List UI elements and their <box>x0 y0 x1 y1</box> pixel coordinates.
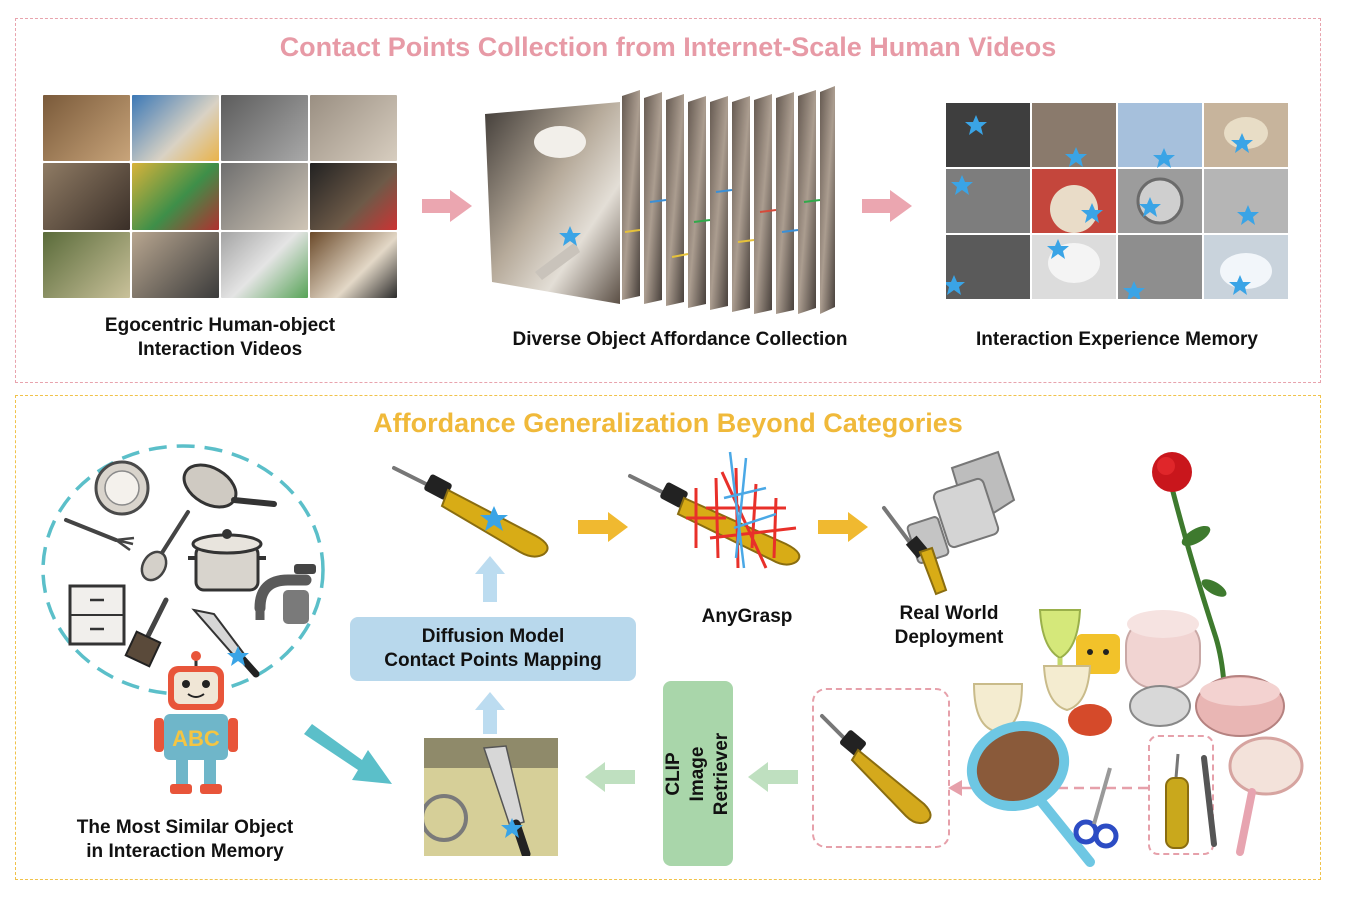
knife-icon <box>191 608 260 678</box>
star-icon <box>1065 147 1087 167</box>
video-thumb <box>221 163 308 230</box>
video-thumb <box>310 95 397 162</box>
diffusion-model-box <box>350 617 636 681</box>
video-thumb <box>132 231 219 298</box>
arrow-up-icon <box>475 556 505 602</box>
screwdriver-icon <box>392 466 549 558</box>
screwdriver-icon <box>820 714 932 825</box>
bottom-panel <box>15 395 1321 880</box>
drawer-icon <box>68 584 126 646</box>
star-icon <box>1047 239 1069 259</box>
arrow-right-icon <box>578 512 628 542</box>
affordance-caption: Diverse Object Affordance Collection <box>512 329 848 350</box>
star-icon <box>480 506 508 531</box>
star-icon <box>965 115 987 135</box>
retrieved-knife-image <box>424 738 558 856</box>
pan-icon <box>182 463 277 509</box>
star-icon <box>1231 133 1253 153</box>
svg-text:ABC: ABC <box>172 726 220 751</box>
bottom-section-title: Affordance Generalization Beyond Categor… <box>373 408 963 438</box>
star-icon <box>227 646 249 666</box>
fork-icon <box>64 518 135 552</box>
anygrasp-visualization <box>628 451 801 569</box>
video-grid <box>43 95 397 298</box>
query-object-box <box>812 688 950 848</box>
arrow-right-icon <box>818 512 868 542</box>
video-thumb <box>132 163 219 230</box>
arrow-left-icon <box>748 762 798 792</box>
rose-icon <box>1152 452 1227 685</box>
arrow-right-icon <box>422 190 472 222</box>
video-thumb <box>221 231 308 298</box>
top-section-title: Contact Points Collection from Internet-… <box>279 32 1057 62</box>
similar-object-label: The Most Similar Object in Interaction M… <box>76 817 294 862</box>
diffusion-label: Diffusion Model Contact Points Mapping <box>384 626 602 671</box>
star-icon <box>951 175 973 195</box>
arrow-up-icon <box>475 692 505 734</box>
star-icon <box>1153 148 1175 168</box>
video-thumb <box>43 95 130 162</box>
query-connector <box>948 780 1150 796</box>
top-panel <box>15 18 1321 383</box>
spoon-icon <box>140 510 190 582</box>
clip-label: CLIP Image Retriever <box>663 732 732 815</box>
faucet-icon <box>254 564 316 624</box>
video-thumb <box>132 95 219 162</box>
cluttered-objects-image <box>966 452 1304 867</box>
robot-gripper-image <box>882 450 1016 596</box>
star-icon <box>501 818 523 838</box>
video-thumb <box>310 231 397 298</box>
video-thumb <box>43 231 130 298</box>
star-icon <box>1139 197 1161 217</box>
star-icon <box>1229 275 1251 295</box>
selected-object-box <box>1148 735 1214 855</box>
brush-icon <box>124 597 169 668</box>
star-icon <box>946 275 965 295</box>
real-world-label: Real World Deployment <box>894 603 1004 648</box>
star-icon <box>559 226 581 246</box>
arrow-left-icon <box>585 762 635 792</box>
memory-grid <box>946 103 1288 299</box>
memory-object-circle <box>41 444 325 696</box>
video-thumb <box>43 163 130 230</box>
star-icon <box>1237 205 1259 225</box>
star-icon <box>1081 203 1103 223</box>
arrow-right-icon <box>862 190 912 222</box>
video-thumb <box>221 95 308 162</box>
videos-caption: Egocentric Human-object Interaction Vide… <box>104 315 336 360</box>
pot-icon <box>188 529 266 592</box>
robot-icon: ABC <box>154 651 238 794</box>
star-icon <box>1123 281 1145 299</box>
video-thumb <box>310 163 397 230</box>
clip-retriever-box: CLIP Image Retriever <box>663 681 733 866</box>
arrow-diagonal-icon <box>304 724 392 784</box>
affordance-frame-stack <box>485 86 835 314</box>
plate-icon <box>94 460 150 516</box>
memory-caption: Interaction Experience Memory <box>976 329 1258 350</box>
anygrasp-label: AnyGrasp <box>701 606 793 627</box>
